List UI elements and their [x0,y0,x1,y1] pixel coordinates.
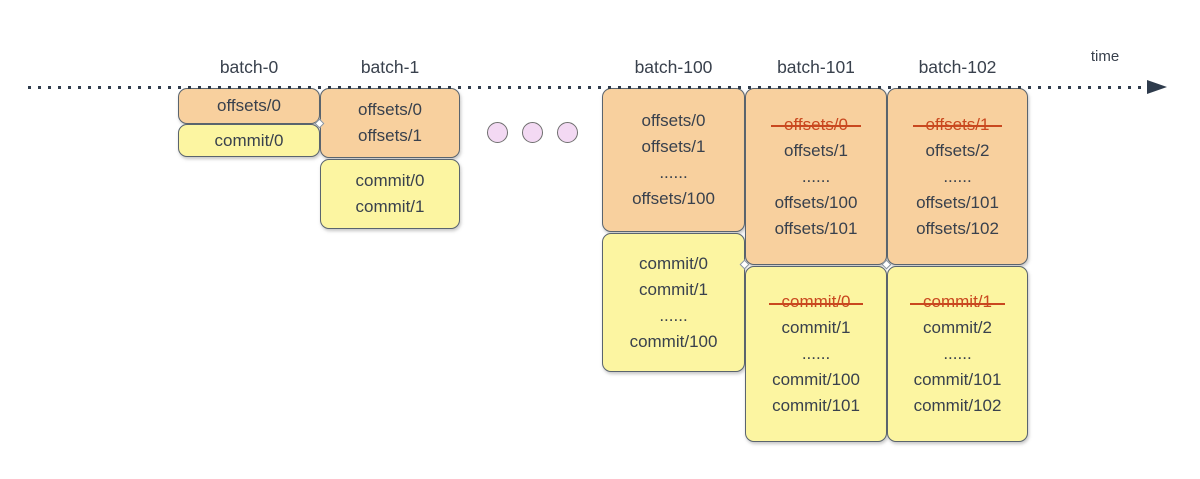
batch-label-101: batch-101 [777,57,855,77]
offsets-entry: offsets/0 [641,111,706,130]
ellipsis-dot [522,122,543,143]
batch-label-102: batch-102 [918,57,997,77]
commit-entry: commit/100 [629,331,718,351]
offsets-entry: offsets/102 [916,218,999,238]
batch-0-offsets-box: offsets/0 [178,88,320,124]
offsets-entry: offsets/100 [774,192,858,212]
batch-0-commit-box: commit/0 [178,124,320,157]
offsets-entry: offsets/0 [358,100,422,119]
commit-entry: commit/1 [355,197,425,216]
ellipsis-text: ...... [659,305,688,325]
commit-entry-struck: commit/1 [910,289,1005,315]
ellipsis-text: ...... [801,166,831,186]
ellipsis-text: ...... [659,163,688,182]
commit-entry: commit/2 [923,318,992,337]
commit-entry: commit/101 [772,396,860,415]
timeline-dotted-line [28,86,1146,89]
commit-entry: commit/0 [639,253,708,273]
batch-1-commit-box: commit/0 commit/1 [320,159,460,229]
batch-102-commit-box: commit/1 commit/2 ...... commit/101 comm… [887,266,1028,442]
ellipsis-text: ...... [943,344,972,363]
offsets-entry: offsets/101 [774,218,858,238]
commit-entry: commit/100 [772,370,860,389]
commit-entry: commit/101 [913,370,1002,389]
batch-100-offsets-box: offsets/0 offsets/1 ...... offsets/100 [602,88,745,232]
offsets-entry: offsets/1 [641,137,706,156]
batch-label-0: batch-0 [219,57,279,77]
batch-102-offsets-box: offsets/1 offsets/2 ...... offsets/101 o… [887,88,1028,265]
batch-label-1: batch-1 [360,57,420,77]
commit-entry-struck: commit/0 [768,289,864,315]
ellipsis-dot [487,122,508,143]
offsets-entry: offsets/100 [632,189,715,208]
batch-label-100: batch-100 [634,57,713,77]
offsets-entry: offsets/1 [784,140,848,160]
batch-101-commit-box: commit/0 commit/1 ...... commit/100 comm… [745,266,887,442]
offsets-entry-struck: offsets/1 [912,112,1003,138]
commit-entry: commit/0 [355,171,425,190]
commit-entry: commit/0 [214,130,284,150]
ellipsis-text: ...... [801,344,831,363]
batch-100-commit-box: commit/0 commit/1 ...... commit/100 [602,233,745,372]
commit-entry: commit/1 [781,318,851,337]
batch-101-offsets-box: offsets/0 offsets/1 ...... offsets/100 o… [745,88,887,265]
timeline-label: time [1090,48,1120,65]
offsets-entry: offsets/2 [925,140,990,160]
timeline-arrow-icon [1147,80,1167,94]
offsets-entry: offsets/101 [916,192,999,212]
offsets-entry: offsets/1 [358,126,422,145]
ellipsis-dot [557,122,578,143]
commit-entry: commit/1 [639,279,708,299]
batch-1-offsets-box: offsets/0 offsets/1 [320,88,460,158]
offsets-entry: offsets/0 [217,96,281,115]
offsets-entry-struck: offsets/0 [771,112,861,138]
commit-entry: commit/102 [913,396,1002,415]
ellipsis-text: ...... [943,166,972,186]
